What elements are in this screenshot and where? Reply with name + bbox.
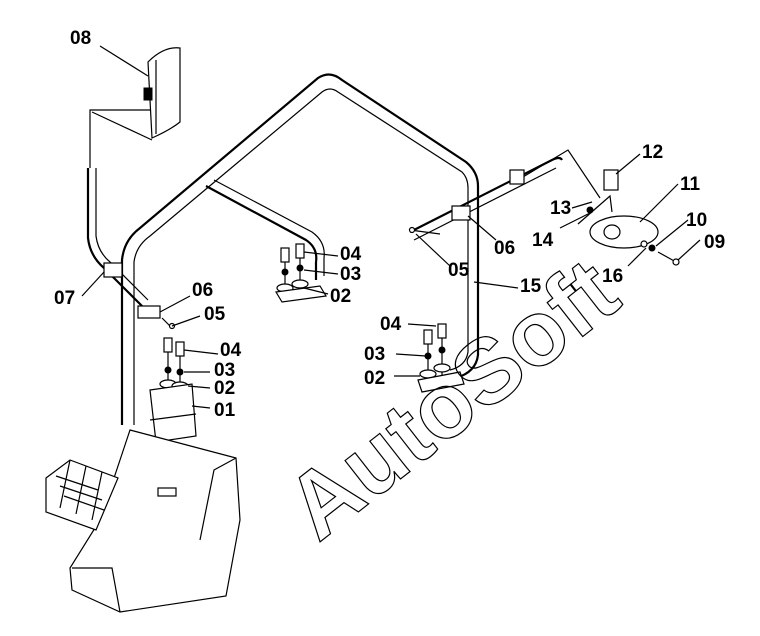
mirror-mount <box>143 87 153 101</box>
nut-14 <box>586 206 594 214</box>
label-04c: 04 <box>380 314 402 335</box>
label-04a: 04 <box>220 340 242 361</box>
mirror-11 <box>589 215 659 249</box>
mirror-11-hub <box>603 224 621 240</box>
label-05a: 05 <box>204 304 226 325</box>
label-03b: 03 <box>340 264 361 285</box>
label-01: 01 <box>214 400 236 421</box>
clamp-07 <box>103 262 123 278</box>
watermark: AutoSoft <box>268 240 637 559</box>
label-02a: 02 <box>214 378 235 399</box>
fastener-stack-center <box>275 243 327 303</box>
label-15: 15 <box>520 276 542 297</box>
label-03c: 03 <box>364 344 385 365</box>
fastener-stack-right <box>417 323 465 393</box>
leader-lines <box>81 45 701 409</box>
clamp-right-06 <box>509 169 525 185</box>
label-09: 09 <box>704 232 725 253</box>
label-05b: 05 <box>448 260 470 281</box>
label-07: 07 <box>54 288 75 309</box>
label-06a: 06 <box>192 280 213 301</box>
label-12: 12 <box>642 142 663 163</box>
label-03a: 03 <box>214 360 235 381</box>
bolt-09 <box>672 258 680 266</box>
clamp-06-left <box>137 305 176 330</box>
right-mirror-arm <box>409 149 680 266</box>
base-bracket-01 <box>149 383 197 443</box>
label-08: 08 <box>70 28 91 49</box>
label-10: 10 <box>686 210 707 231</box>
label-02b: 02 <box>330 286 351 307</box>
nut-16 <box>640 240 648 248</box>
label-11: 11 <box>680 174 701 195</box>
tube-frame <box>120 73 480 425</box>
callout-labels: 08 07 06 05 04 03 02 01 04 03 02 04 03 0… <box>54 28 725 421</box>
label-13: 13 <box>550 198 571 219</box>
clamp-06-right-lower <box>408 205 471 235</box>
label-06b: 06 <box>494 238 515 259</box>
label-16: 16 <box>602 266 623 287</box>
label-04b: 04 <box>340 244 362 265</box>
label-14: 14 <box>532 230 554 251</box>
left-mirror-arm <box>86 109 153 307</box>
bracket-12 <box>603 169 619 191</box>
label-02c: 02 <box>364 368 385 389</box>
washer-10 <box>648 244 656 252</box>
step-fender-assembly <box>45 429 241 613</box>
mirror-08 <box>143 47 181 139</box>
